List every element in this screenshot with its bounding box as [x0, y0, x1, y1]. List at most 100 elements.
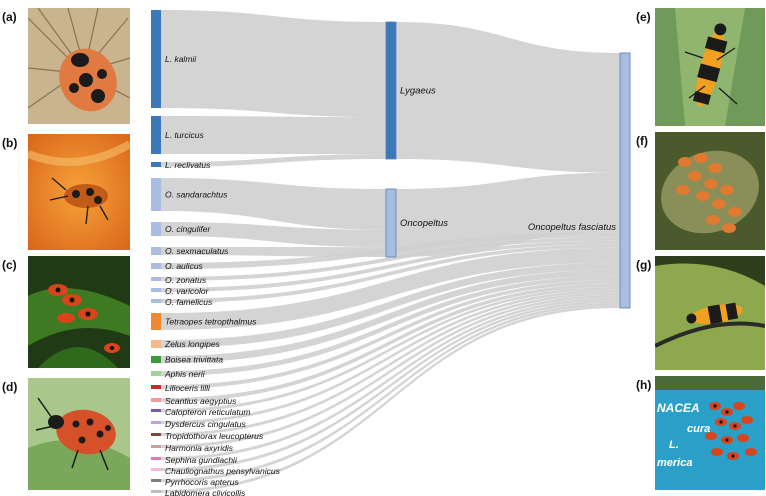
species-label-0: L. kalmii [165, 54, 197, 64]
panel-label-f: (f) [636, 134, 648, 148]
genus-label-lygaeus: Lygaeus [400, 86, 436, 97]
photo-a [28, 8, 130, 124]
species-label-6: O. aulicus [165, 261, 204, 271]
sankey-flows [161, 10, 620, 493]
flow-species-19-to-target [161, 294, 620, 448]
species-node-2 [151, 162, 161, 167]
panel-label-c: (c) [2, 258, 17, 272]
species-label-10: Tetraopes tetropthalmus [165, 317, 257, 327]
species-label-5: O. sexmaculatus [165, 246, 229, 256]
species-label-22: Pyrrhocoris apterus [165, 477, 239, 487]
species-label-21: Chauliognathus pensylvanicus [165, 466, 281, 476]
sign-text-4: merica [657, 457, 692, 469]
species-node-10 [151, 313, 161, 330]
flow-species-3-to-oncopeltus [161, 178, 386, 230]
species-node-9 [151, 299, 161, 303]
species-label-13: Aphis nerii [164, 369, 206, 379]
flow-species-18-to-target [161, 292, 620, 436]
photo-g [655, 256, 765, 370]
species-node-0 [151, 10, 161, 108]
species-node-17 [151, 421, 161, 424]
flow-lygaeus-to-target [396, 22, 620, 173]
species-label-9: O. famelicus [165, 297, 213, 307]
species-node-20 [151, 457, 161, 460]
photo-f [655, 132, 765, 250]
species-label-7: O. zonatus [165, 275, 207, 285]
species-node-19 [151, 445, 161, 448]
sign-text-2: cura [687, 423, 710, 435]
species-node-13 [151, 371, 161, 376]
flow-species-7-to-target [161, 237, 620, 281]
flow-species-22-to-target [161, 302, 620, 482]
species-label-12: Boisea trivittata [165, 355, 223, 365]
species-node-12 [151, 356, 161, 363]
species-label-23: Labidomera clivicollis [165, 488, 246, 496]
species-node-22 [151, 479, 161, 482]
panel-label-d: (d) [2, 380, 18, 394]
flow-species-10-to-target [161, 247, 620, 330]
species-node-3 [151, 178, 161, 211]
species-node-4 [151, 222, 161, 236]
species-node-16 [151, 409, 161, 412]
flow-species-12-to-target [161, 269, 620, 363]
flow-species-17-to-target [161, 289, 620, 424]
species-label-15: Scantius aegyptius [165, 396, 237, 406]
flow-species-23-to-target [161, 305, 620, 493]
species-node-14 [151, 385, 161, 389]
flow-species-4-to-oncopeltus [161, 222, 386, 248]
species-label-2: L. reclivatus [165, 160, 211, 170]
photo-b [28, 134, 130, 250]
photo-c [28, 256, 130, 368]
species-node-1 [151, 116, 161, 154]
flow-species-8-to-target [161, 240, 620, 292]
species-node-6 [151, 263, 161, 269]
species-label-19: Harmonia axyridis [165, 443, 234, 453]
sign-text-1: NACEA [657, 401, 700, 415]
sankey-labels: L. kalmii L. turcicus L. reclivatus O. sand… [164, 54, 616, 496]
target-node [619, 52, 631, 309]
species-label-18: Tropidothorax leucopterus [165, 431, 264, 441]
species-node-7 [151, 277, 161, 281]
species-label-17: Dysdercus cingulatus [165, 419, 247, 429]
flow-species-14-to-target [161, 280, 620, 389]
sign-text-3: L. [669, 439, 679, 451]
photo-e [655, 8, 765, 126]
sankey-nodes [151, 10, 631, 493]
flow-species-9-to-target [161, 244, 620, 303]
genus-node-lygaeus [385, 21, 397, 160]
species-label-20: Sephina gundlachii [165, 455, 238, 465]
panel-label-a: (a) [2, 10, 17, 24]
flow-species-1-to-lygaeus [161, 116, 386, 155]
species-node-11 [151, 340, 161, 348]
species-label-1: L. turcicus [165, 130, 204, 140]
photo-d [28, 378, 130, 490]
flow-species-16-to-target [161, 287, 620, 412]
panel-label-h: (h) [636, 378, 652, 392]
panel-label-e: (e) [636, 10, 651, 24]
species-node-8 [151, 288, 161, 292]
genus-label-oncopeltus: Oncopeltus [400, 218, 448, 229]
genus-node-oncopeltus [385, 188, 397, 258]
flow-species-5-to-oncopeltus [161, 247, 386, 257]
species-label-11: Zelus longipes [164, 339, 221, 349]
flow-species-2-to-lygaeus [161, 154, 386, 167]
species-label-16: Calopteron reticulatum [165, 407, 251, 417]
species-label-14: Lilioceris lilli [165, 383, 211, 393]
panel-label-g: (g) [636, 258, 652, 272]
flow-species-0-to-lygaeus [161, 10, 386, 118]
photo-h: NACEA cura L. merica [655, 376, 765, 490]
target-label: Oncopeltus fasciatus [528, 222, 616, 233]
species-node-23 [151, 490, 161, 493]
flow-species-21-to-target [161, 300, 620, 471]
flow-oncopeltus-to-target [396, 172, 620, 257]
panel-label-b: (b) [2, 136, 18, 150]
species-label-4: O. cingulifer [165, 224, 212, 234]
flow-species-15-to-target [161, 283, 620, 402]
flow-species-20-to-target [161, 297, 620, 460]
species-node-21 [151, 468, 161, 471]
species-label-8: O. varicolor [165, 286, 210, 296]
species-node-18 [151, 433, 161, 436]
species-label-3: O. sandarachtus [165, 190, 228, 200]
